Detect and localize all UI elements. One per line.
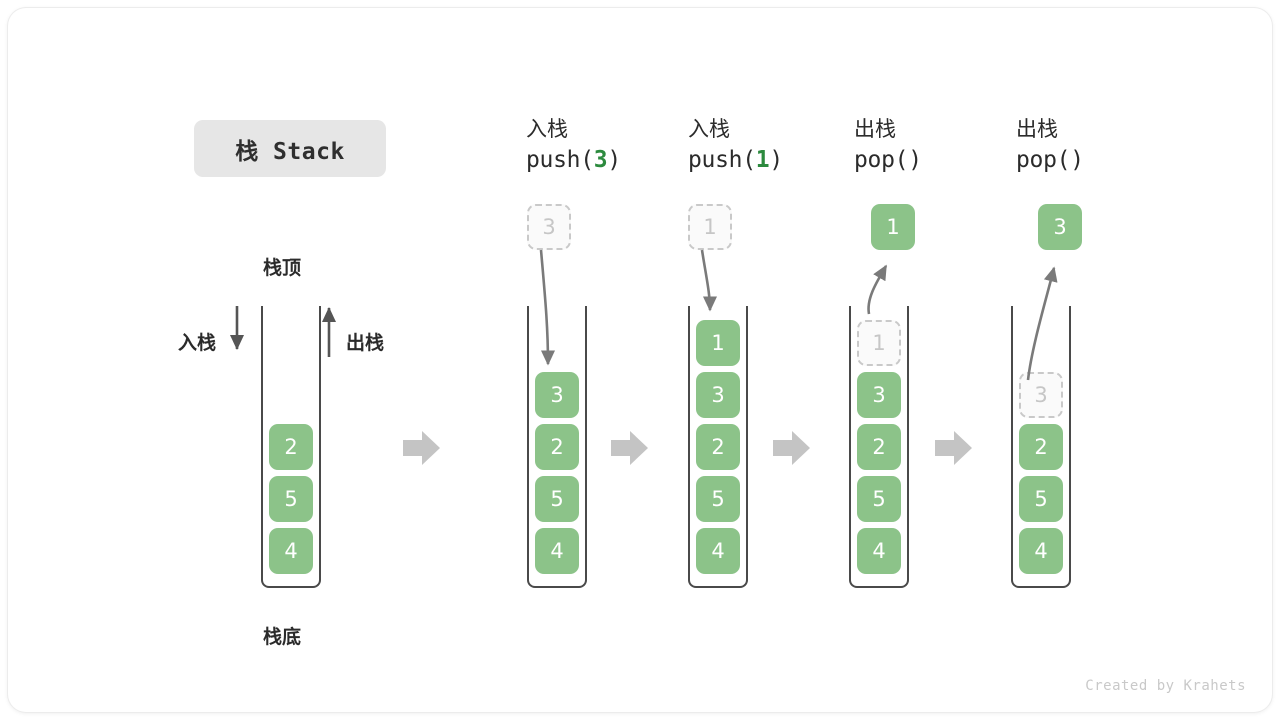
diagram-card: 栈 Stack 栈顶 栈底 入栈 出栈 入栈 push(3) 入栈 push(1… [8,8,1272,712]
stack-item-removed: 1 [857,320,901,366]
stack-container-walls [261,306,321,588]
stack-item: 2 [857,424,901,470]
stack-item-removed: 3 [1019,372,1063,418]
column-op-label: 入栈 [526,117,568,141]
diagram-canvas: 栈 Stack 栈顶 栈底 入栈 出栈 入栈 push(3) 入栈 push(1… [8,8,1272,712]
label-push-direction: 入栈 [178,332,217,354]
stack-item: 5 [269,476,313,522]
stack-empty-slot [1019,320,1063,366]
stack-slots: 3 2 5 4 [527,372,587,580]
column-op-label: 出栈 [1016,117,1058,141]
push-flow-arrow-icon [700,249,718,312]
stack-slots: 2 5 4 [261,424,321,580]
pending-push-item: 1 [688,204,732,250]
title-badge: 栈 Stack [194,120,386,177]
stack-item: 1 [696,320,740,366]
label-stack-top: 栈顶 [263,257,302,279]
column-header-pop-1: 出栈 pop() [854,114,1024,176]
column-header-pop-3: 出栈 pop() [1016,114,1186,176]
stack-container-walls [527,306,587,588]
column-call-label: push(1) [688,147,783,173]
stack-item: 2 [535,424,579,470]
popped-item: 3 [1038,204,1082,250]
stack-container-walls [688,306,748,588]
column-header-push-1: 入栈 push(1) [688,114,858,176]
stack-item: 4 [696,528,740,574]
stack-container-walls [849,306,909,588]
column-header-push-3: 入栈 push(3) [526,114,696,176]
pending-push-item: 3 [527,204,571,250]
stack-item: 5 [1019,476,1063,522]
transition-arrow-icon [773,431,810,465]
label-stack-bottom: 栈底 [263,626,302,648]
stack-container-walls [1011,306,1071,588]
stack-item: 2 [696,424,740,470]
credit-text: Created by Krahets [1085,678,1246,694]
stack-item: 2 [269,424,313,470]
column-op-label: 出栈 [854,117,896,141]
stack-item: 3 [696,372,740,418]
transition-arrow-icon [611,431,648,465]
stack-item: 4 [269,528,313,574]
stack-item: 4 [1019,528,1063,574]
popped-item: 1 [871,204,915,250]
stack-item: 5 [857,476,901,522]
stack-item: 4 [857,528,901,574]
transition-arrow-icon [935,431,972,465]
transition-arrow-icon [403,431,440,465]
label-pop-direction: 出栈 [346,332,385,354]
stack-item: 2 [1019,424,1063,470]
stack-slots: 3 2 5 4 [1011,320,1071,580]
stack-item: 5 [696,476,740,522]
column-op-label: 入栈 [688,117,730,141]
stack-item: 4 [535,528,579,574]
stack-item: 5 [535,476,579,522]
stack-slots: 1 3 2 5 4 [688,320,748,580]
column-call-label: pop() [854,147,922,173]
stack-slots: 1 3 2 5 4 [849,320,909,580]
column-call-label: pop() [1016,147,1084,173]
stack-item: 3 [857,372,901,418]
column-call-label: push(3) [526,147,621,173]
stack-item: 3 [535,372,579,418]
